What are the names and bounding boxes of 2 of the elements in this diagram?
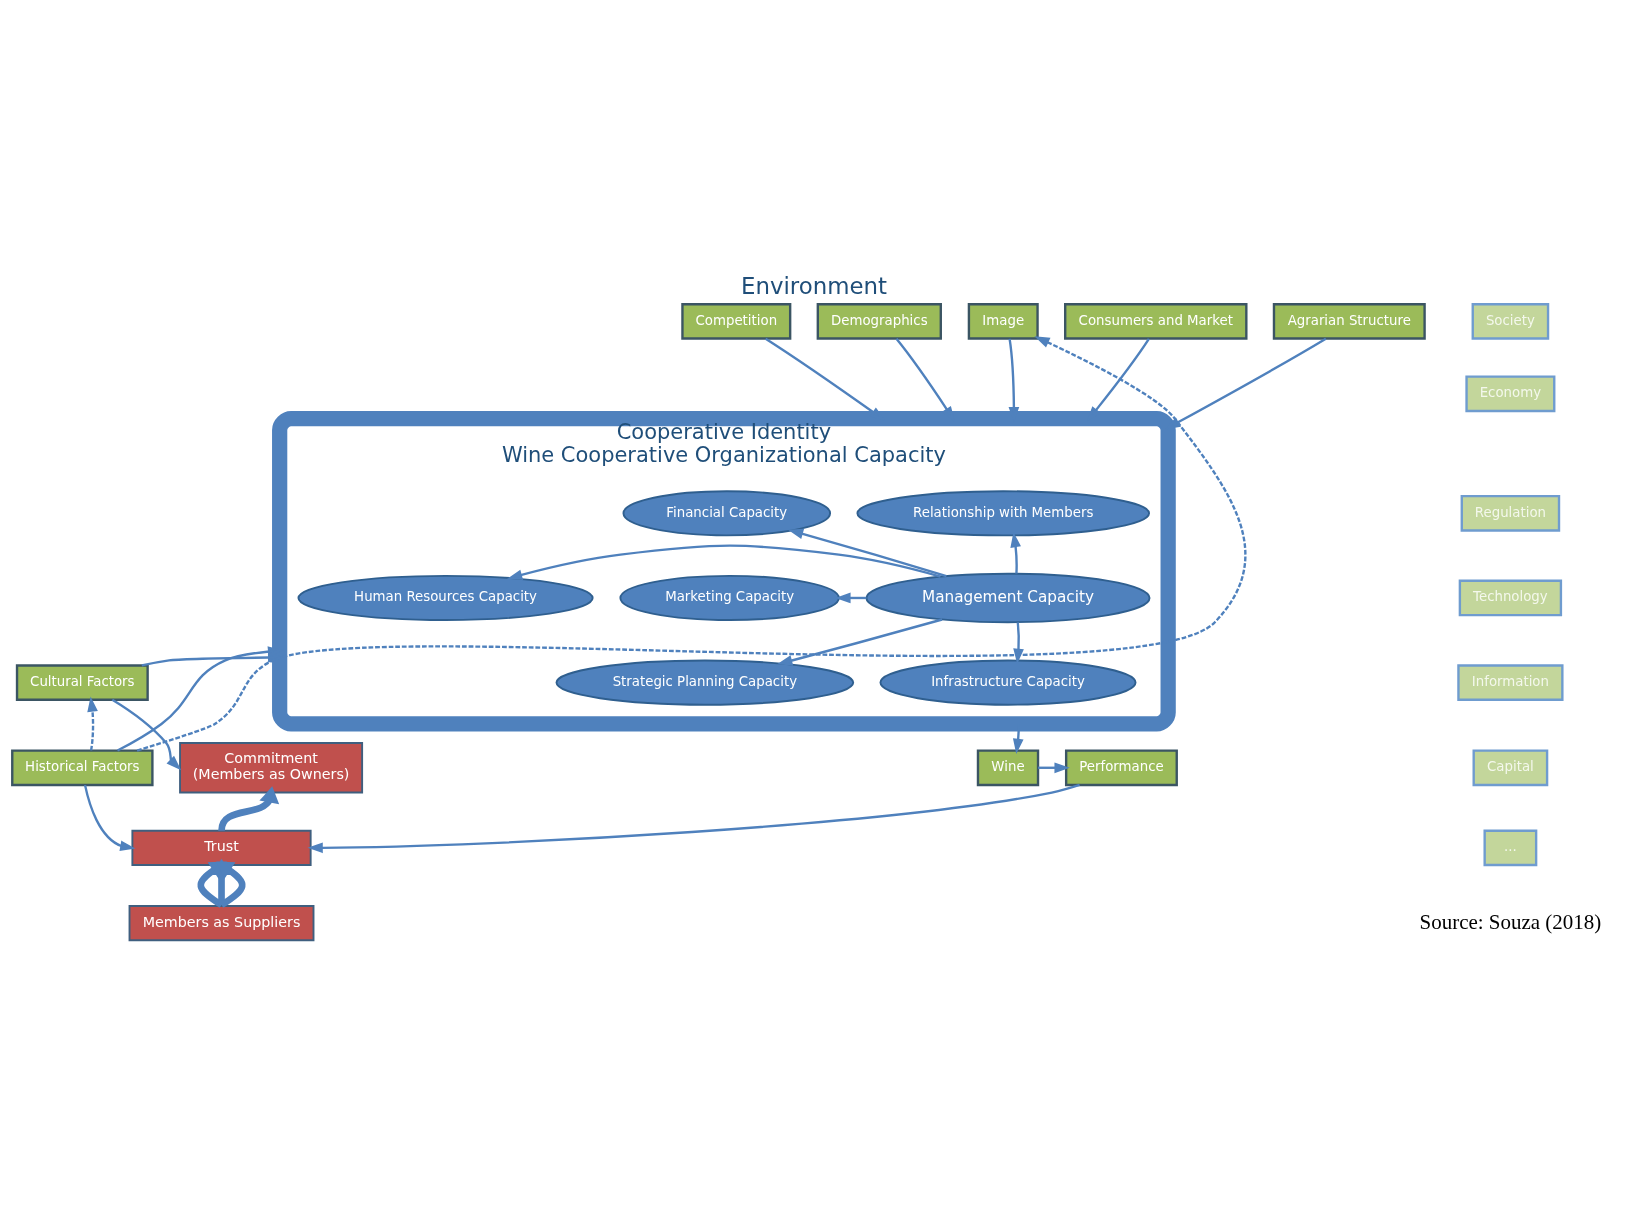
caption: Source: Souza (2018) <box>1419 909 1602 934</box>
diagram-title: Environment <box>741 272 887 299</box>
